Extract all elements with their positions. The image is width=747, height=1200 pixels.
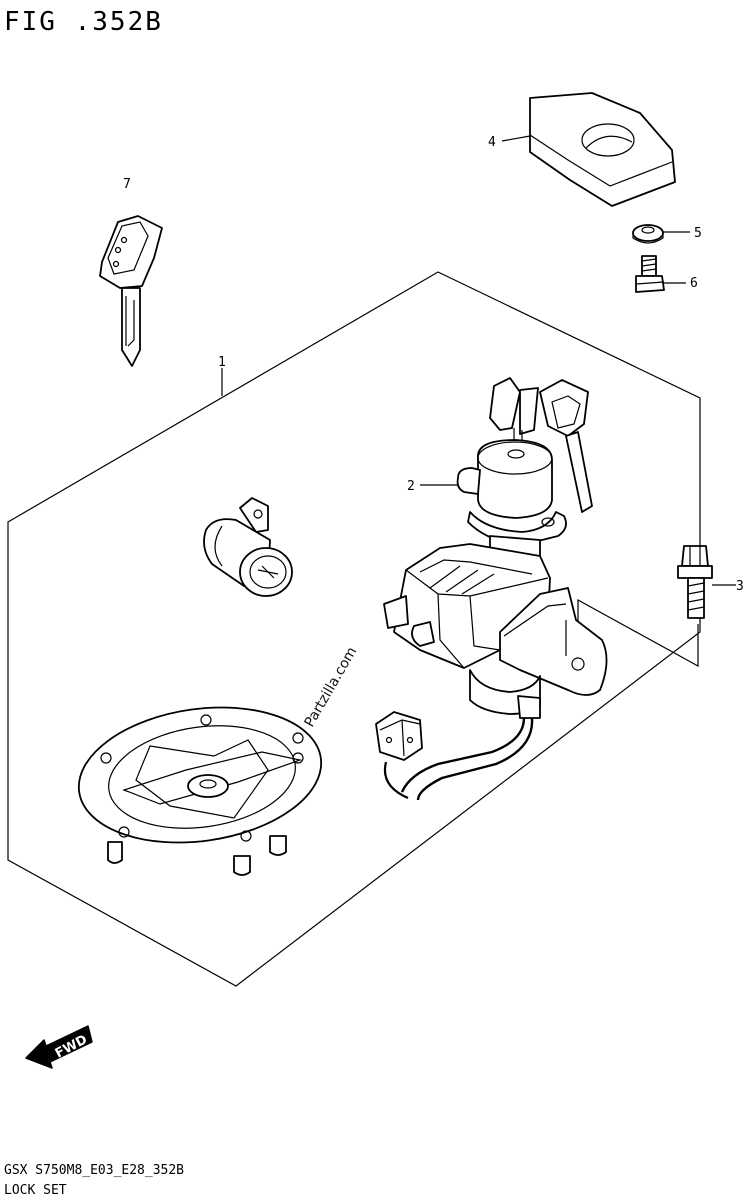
figure-title: FIG .352B — [4, 7, 163, 37]
key-part — [99, 215, 163, 367]
ignition-switch — [375, 377, 608, 801]
seat-lock-cylinder — [203, 497, 293, 597]
cover-part — [529, 92, 676, 207]
lock-set-outline — [7, 271, 701, 987]
fuel-cap — [77, 706, 323, 876]
callout-7: 7 — [123, 177, 131, 192]
callout-6: 6 — [690, 276, 698, 291]
callout-1: 1 — [218, 355, 226, 370]
washer-part — [632, 224, 664, 244]
callout-3: 3 — [736, 579, 744, 594]
callout-2: 2 — [407, 479, 415, 494]
callout-4: 4 — [488, 135, 496, 150]
fwd-arrow: FWD — [25, 1025, 93, 1069]
screw-part — [635, 255, 665, 293]
figure-subtitle: LOCK SET — [4, 1183, 67, 1198]
bolt-part — [677, 545, 713, 619]
callout-5: 5 — [694, 226, 702, 241]
watermark-text: Partzilla.com — [302, 644, 361, 730]
watermark-bullet — [292, 732, 304, 744]
figure-code: GSX S750M8_E03_E28_352B — [4, 1163, 184, 1178]
